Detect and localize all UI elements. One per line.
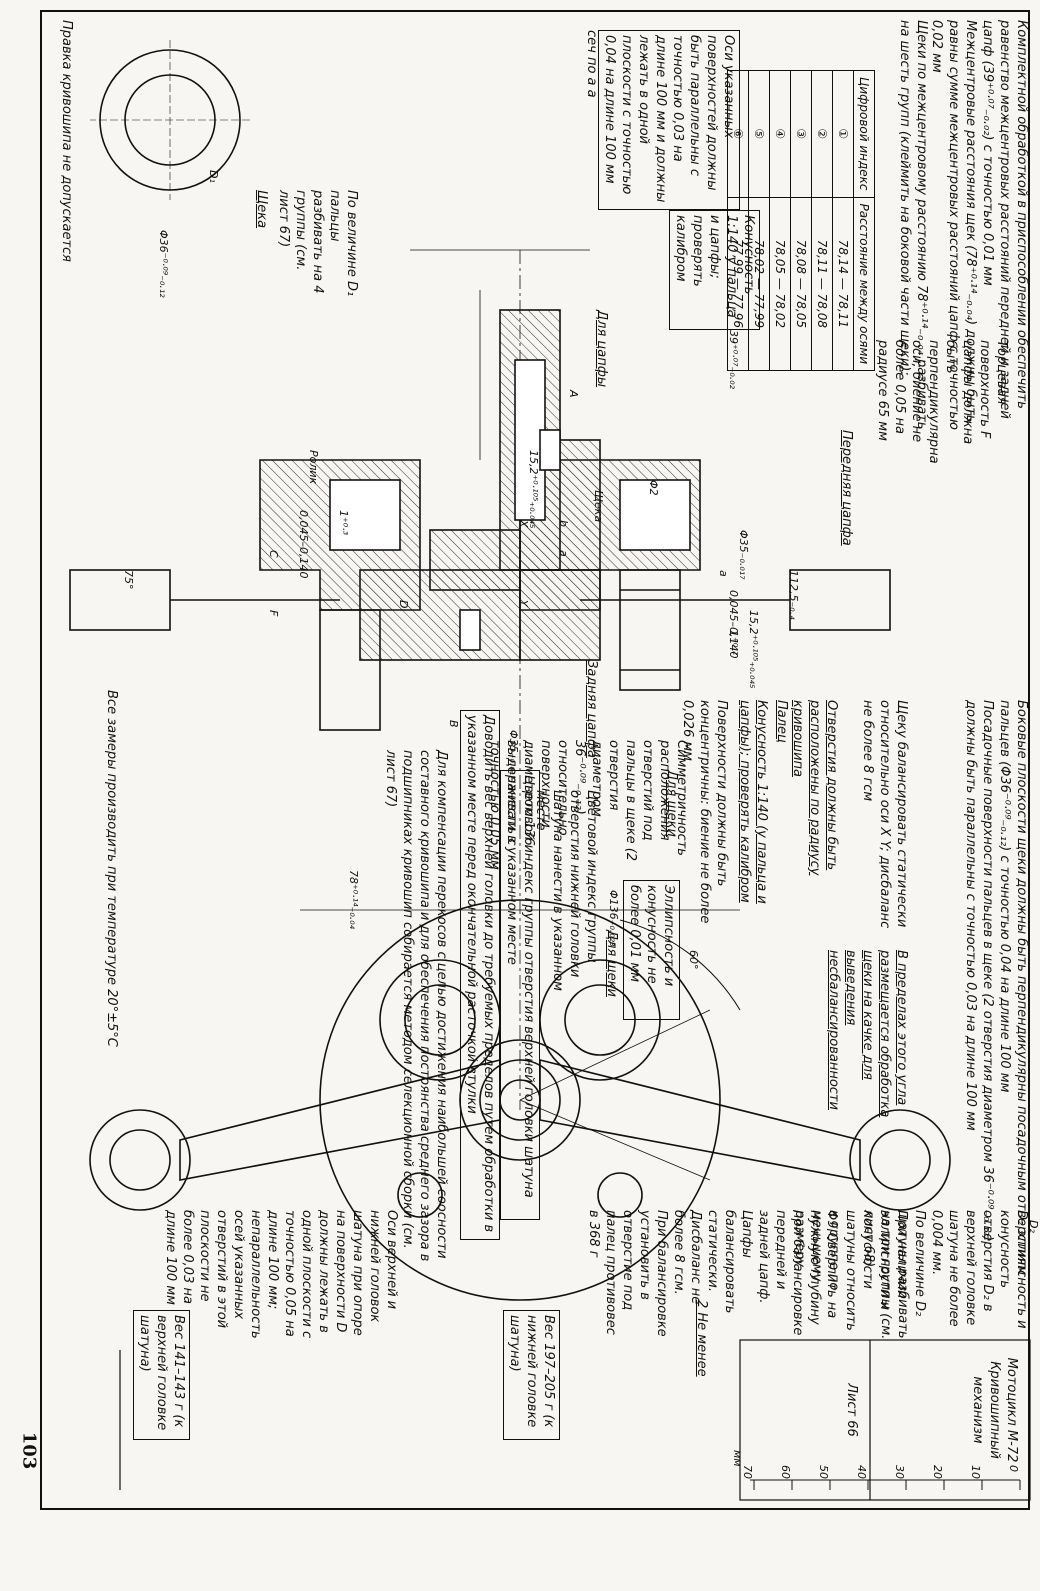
note-pin-taper: Конусность 1:140 (у пальца и цапфы); про… — [737, 700, 769, 904]
label-for-cheek-2: Для щеки — [664, 770, 679, 837]
note-holes-radius: Отверстия должны быть расположены по рад… — [790, 700, 839, 876]
dim-d1-02: 1⁺⁰·² — [727, 630, 740, 656]
label-b-lower: b — [557, 520, 570, 527]
scale-tick: 70 — [741, 1465, 754, 1479]
label-a-lower: a — [557, 550, 570, 557]
label-a-lower-2: a — [717, 570, 730, 577]
dim-d39: 39⁺⁰·⁰⁷₋₀.₀₂ — [727, 330, 740, 390]
drawing-frame — [40, 10, 1030, 1510]
scale-tick: 40 — [855, 1465, 868, 1479]
dim-d136: Φ136₋₀.₀₂₃ — [607, 890, 620, 947]
dim-d1125: 112,5₋₀.₄ — [787, 570, 800, 620]
note-cheek-balance: Щеку балансировать статически относитель… — [860, 700, 909, 929]
note-temperature: Все замеры производить при температуре 2… — [104, 690, 119, 1047]
roller — [539, 429, 561, 471]
note-axes-parallel: Оси указанных поверхностей должны быть п… — [598, 30, 740, 210]
label-roller: Ролик — [307, 450, 320, 485]
conrod-lower-head — [89, 1109, 191, 1211]
note-weight-upper: Вес 141–143 г (к верхней головке шатуна) — [133, 1310, 190, 1440]
front-hex — [619, 569, 681, 691]
note-conrod-axes: Оси верхней и нижней головок шатуна при … — [163, 1210, 399, 1339]
dim-d152-b: 15,2⁺⁰·¹⁰⁵₊₀.₀₄₅ — [747, 610, 760, 689]
title-block-box — [739, 1339, 1031, 1501]
conrod-bottom-end — [69, 569, 171, 631]
label-front-pin: Передняя цапфа — [839, 430, 854, 546]
table-header: Цифровой индекс — [853, 70, 875, 198]
label-f: F — [267, 610, 280, 617]
note-lower-index: Цветовой индекс группы отверстия нижней … — [533, 790, 599, 991]
label-d: D — [397, 600, 410, 609]
dim-angle60: 60° — [687, 950, 700, 970]
title-block-title: Мотоцикл М-72 Кривошипный механизм — [970, 1357, 1019, 1463]
label-y: Y — [517, 600, 530, 607]
conrod-upper-head — [849, 1109, 951, 1211]
title-block-sheet: Лист 66 — [844, 1383, 859, 1437]
cheek-outline — [319, 899, 721, 1301]
scale-tick: 0 — [1007, 1465, 1020, 1472]
dim-d152-a: 15,2⁺⁰·¹⁰⁵₊₀.₀₄₅ — [527, 450, 540, 529]
scale-tick: 30 — [893, 1465, 906, 1479]
note-cheek-d1: По величине D₁ пальцы разбивать на 4 гру… — [276, 190, 359, 297]
pin-bore-top — [539, 959, 661, 1081]
label-rear-pin: Задняя цапфа — [584, 660, 599, 758]
dim-d78: 78⁺⁰·¹⁴₋₀.₀₄ — [347, 870, 360, 930]
main-bore — [459, 1039, 581, 1161]
note-upper-index: Цветовой индекс группы отверстия верхней… — [500, 770, 540, 1220]
dim-phi2: Φ2 — [647, 480, 660, 496]
scale-tick: 60 — [779, 1465, 792, 1479]
note-taper: Конусность 1:140 у пальца и цапфы; прове… — [669, 210, 760, 330]
note-min2: 2 Не менее — [694, 1300, 709, 1377]
note-balance-zone: В пределах этого угла размещается обрабо… — [826, 950, 909, 1118]
pin-bore-bottom — [379, 959, 501, 1081]
label-pin: Палец — [774, 700, 789, 743]
note-no-straighten: Правка кривошипа не допускается — [59, 20, 74, 262]
dim-d35-rear: Φ35₋₀.₀₁₇ — [507, 730, 520, 780]
label-a: A — [567, 390, 580, 398]
label-section: сеч по а а — [584, 30, 599, 98]
label-b: B — [447, 720, 460, 728]
note-weight-adjust: Доводить вес верхней головки до требуемы… — [460, 710, 500, 1240]
note-compensation: Для компенсации перекосов с целью достиж… — [383, 750, 449, 1262]
scale-tick: 50 — [817, 1465, 830, 1479]
label-cheek: Щека — [254, 190, 269, 229]
technical-drawing — [69, 40, 1031, 1501]
page-number: 103 — [18, 1431, 40, 1470]
conrod-upper — [539, 1058, 861, 1181]
dim-d1: D₁ — [207, 170, 220, 183]
scale-tick: 10 — [969, 1465, 982, 1479]
scale-ruler — [750, 1479, 1021, 1490]
dim-d36: Φ36⁻⁰·⁰⁹₋₀.₁₂ — [157, 230, 170, 298]
note-ellipticity: Эллипсность и конусность не более 0,01 м… — [623, 880, 680, 1020]
dim-d2: D₂ — [1027, 1220, 1040, 1233]
dim-d35-front: Φ35₋₀.₀₁₇ — [737, 530, 750, 580]
dim-d1-03: 1⁺⁰·³ — [337, 510, 350, 536]
scale-unit: мм — [731, 1450, 744, 1467]
dim-d0045-a: 0,045–0,140 — [297, 510, 310, 579]
rear-hex — [319, 609, 381, 731]
label-x: X — [517, 520, 530, 528]
label-for-pins: Для цапфы — [594, 310, 609, 388]
conrod-top-end — [789, 569, 891, 631]
note-drill: Φ9 Сверлить на нужную глубину при баланс… — [586, 1210, 839, 1337]
table-header: Расстояние между осями — [853, 197, 875, 371]
note-face-runout: Торцевая поверхность F цапфы должна быть… — [875, 340, 1009, 464]
label-c: C — [267, 550, 280, 558]
conrod-lower — [179, 1058, 501, 1181]
rotated-drawing-sheet: Комплектной обработкой в приспособлении … — [50, 10, 1040, 1510]
label-cheek-part: Щека — [592, 490, 605, 523]
dim-angle75: 75° — [122, 570, 135, 590]
note-weight-lower: Вес 197–205 г (к нижней головке шатуна) — [503, 1310, 560, 1440]
scale-tick: 20 — [931, 1465, 944, 1479]
